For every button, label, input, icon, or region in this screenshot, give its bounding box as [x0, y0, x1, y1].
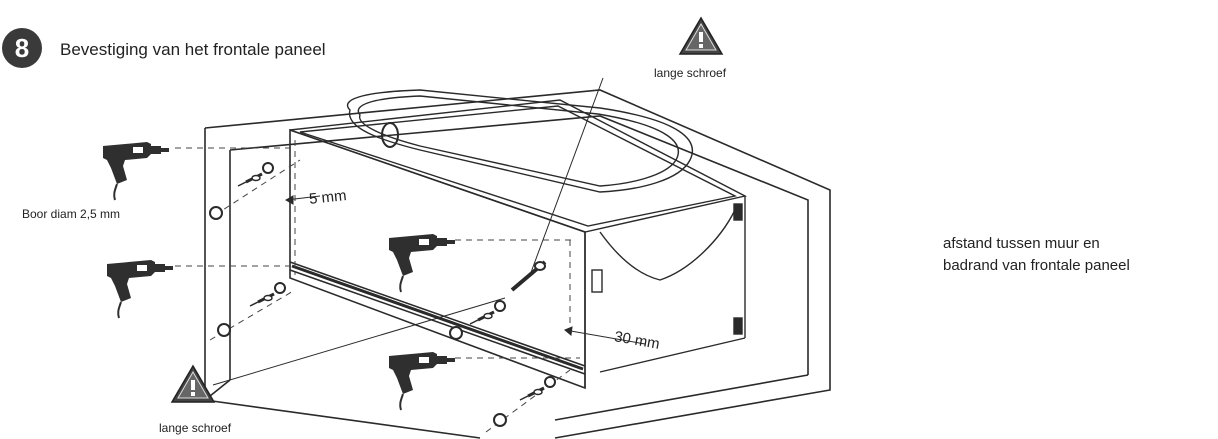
bath-tub [289, 89, 748, 388]
wall-plug-icon [449, 326, 463, 340]
wall-plug-icon [209, 206, 223, 220]
wall-alcove [204, 89, 831, 439]
wall-plug-icon [217, 323, 231, 337]
distance-note-line2: badrand van frontale paneel [943, 257, 1130, 274]
step-title: Bevestiging van het frontale paneel [60, 40, 326, 59]
leader-lines [212, 77, 604, 386]
warning-triangle-icon [679, 17, 723, 55]
distance-note: afstand tussen muur en badrand van front… [943, 233, 1130, 277]
screw-icon [248, 281, 287, 308]
drill-icon [388, 233, 456, 293]
long-screw-label-bottom: lange schroef [159, 421, 232, 435]
distance-note-line1: afstand tussen muur en [943, 235, 1100, 252]
drill-icon [106, 259, 174, 319]
dimension-arrows [284, 195, 646, 345]
screw-icon [236, 161, 275, 188]
drill-diameter-label: Boor diam 2,5 mm [22, 207, 121, 221]
long-screw-label-top: lange schroef [654, 66, 727, 80]
warning-triangle-icon [171, 365, 215, 403]
drill-icon [388, 351, 456, 411]
step-number-badge: 8 [2, 28, 42, 68]
front-panel [289, 128, 586, 390]
wall-plug-icon [534, 261, 546, 271]
screw-icon [468, 299, 507, 326]
guide-lines [175, 140, 580, 433]
wall-plug-icon [493, 413, 507, 427]
drill-icon [102, 141, 170, 201]
screw-icon [518, 375, 557, 402]
